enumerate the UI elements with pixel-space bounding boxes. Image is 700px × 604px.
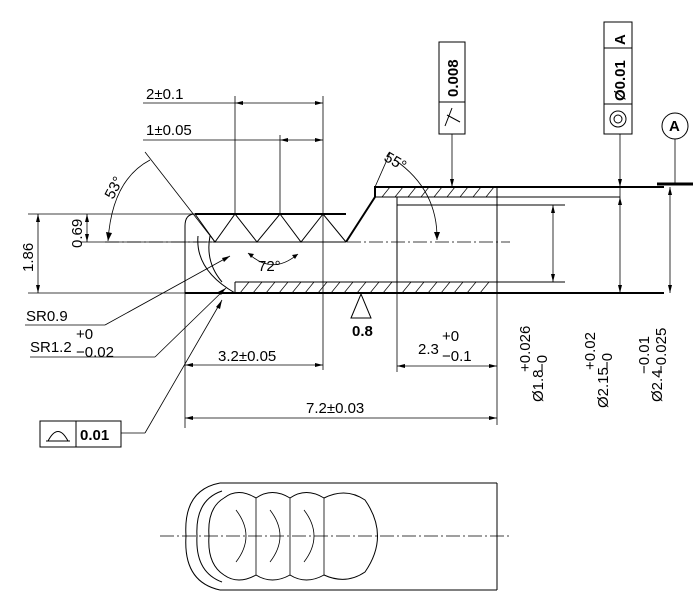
dim-sr12-lower: −0.02 — [76, 344, 114, 361]
dim-height-186: 1.86 — [20, 243, 37, 272]
runout-icon — [444, 107, 461, 127]
svg-text:Ø2.4: Ø2.4 — [649, 369, 666, 402]
svg-text:−0.025: −0.025 — [653, 328, 670, 374]
svg-text:A: A — [612, 34, 629, 45]
dim-angle-55: 55° — [381, 149, 409, 175]
concentricity-frame: Ø0.01 A — [603, 21, 633, 187]
dim-length-72: 7.2±0.03 — [306, 400, 364, 417]
dim-angle-53: 53° — [102, 174, 128, 202]
section-view — [105, 151, 664, 294]
dim-angle-72: 72° — [258, 258, 281, 275]
svg-text:0.008: 0.008 — [445, 59, 462, 97]
concentricity-icon — [609, 110, 627, 128]
profile-icon — [46, 431, 70, 442]
svg-text:+0.02: +0.02 — [582, 332, 599, 370]
tooth-profile — [194, 213, 347, 243]
svg-text:0.01: 0.01 — [80, 427, 109, 444]
roughness-symbol: 0.8 — [350, 292, 373, 340]
svg-text:Ø1.8: Ø1.8 — [530, 369, 547, 402]
svg-text:0.8: 0.8 — [352, 323, 373, 340]
runout-frame: 0.008 — [438, 41, 466, 187]
dim-length-23-lower: −0.1 — [442, 348, 472, 365]
dim-diameter-18: Ø1.8 +0.026 −0 — [517, 326, 551, 402]
dim-sr12-upper: +0 — [76, 326, 93, 343]
svg-text:A: A — [669, 118, 680, 135]
dimension-lines — [25, 96, 672, 434]
dim-pitch-2: 2±0.1 — [146, 86, 183, 103]
dim-diameter-24: Ø2.4 −0.01 −0.025 — [636, 328, 670, 402]
dim-length-23-upper: +0 — [442, 328, 459, 345]
svg-text:−0.01: −0.01 — [636, 336, 653, 374]
dim-length-23: 2.3 — [418, 341, 439, 358]
dim-length-32: 3.2±0.05 — [218, 348, 276, 365]
datum-a: A — [657, 112, 693, 186]
dim-sr12: SR1.2 — [30, 339, 72, 356]
svg-text:−0: −0 — [534, 355, 551, 372]
profile-frame: 0.01 — [39, 420, 122, 448]
dim-diameter-215: Ø2.15 +0.02 −0 — [582, 332, 616, 408]
dim-sr09: SR0.9 — [26, 308, 68, 325]
svg-text:Ø2.15: Ø2.15 — [595, 367, 612, 408]
svg-text:−0: −0 — [599, 353, 616, 370]
bottom-view — [160, 482, 512, 591]
svg-text:Ø0.01: Ø0.01 — [612, 60, 629, 101]
dim-pitch-1: 1±0.05 — [146, 122, 192, 139]
hatch-upper — [381, 186, 495, 198]
dim-height-069: 0.69 — [69, 219, 86, 248]
hatch-lower — [239, 281, 490, 294]
svg-text:+0.026: +0.026 — [517, 326, 534, 372]
